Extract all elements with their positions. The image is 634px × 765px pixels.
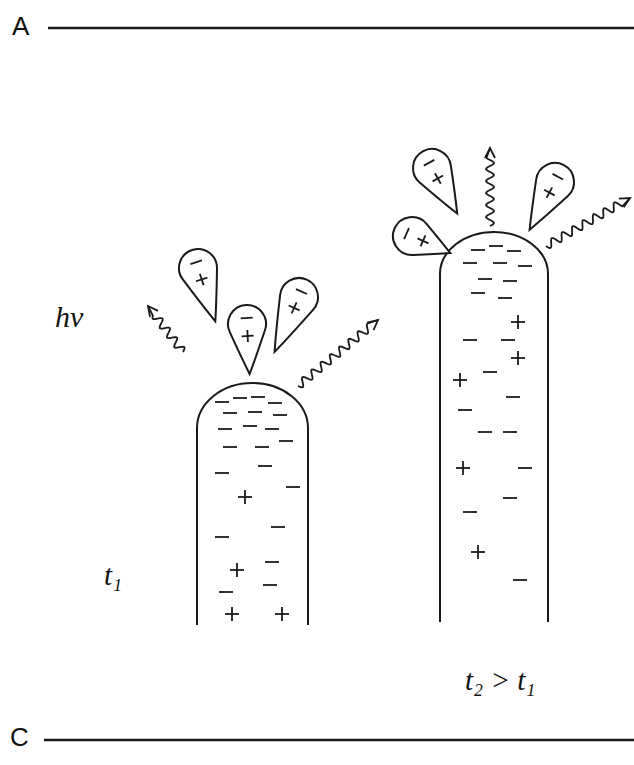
negative-charge: [404, 228, 409, 239]
photon-arrow: [148, 306, 185, 352]
negative-charge: [493, 262, 507, 264]
positive-charge: [456, 461, 470, 475]
negative-charge: [286, 486, 300, 488]
positive-charge: [471, 545, 485, 559]
negative-charge: [483, 371, 497, 373]
positive-charge: [511, 315, 525, 329]
negative-charge: [478, 278, 492, 280]
negative-charge: [463, 339, 477, 341]
negative-charge: [248, 411, 262, 413]
negative-charge: [271, 526, 285, 528]
time-label: t₁: [104, 560, 122, 592]
positive-charge: [238, 490, 252, 504]
negative-charge: [263, 584, 277, 586]
positive-charge: [241, 330, 254, 343]
negative-charge: [463, 511, 477, 513]
negative-charge: [503, 431, 517, 433]
negative-charge: [296, 289, 307, 294]
negative-charge: [265, 561, 279, 563]
negative-charge: [518, 467, 532, 469]
photon-label: hν: [55, 300, 83, 333]
plate-label: C: [10, 723, 29, 752]
negative-charge: [215, 401, 229, 403]
negative-charge: [478, 431, 492, 433]
positive-charge: [225, 607, 239, 621]
charged-droplet: [174, 244, 233, 327]
charged-droplet: [227, 304, 269, 375]
negative-charge: [458, 409, 472, 411]
negative-charge: [279, 440, 293, 442]
negative-charge: [471, 249, 485, 251]
negative-charge: [215, 536, 229, 538]
negative-charge: [223, 446, 237, 448]
negative-charge: [424, 160, 434, 166]
negative-charge: [503, 497, 517, 499]
negative-charge: [241, 317, 253, 319]
negative-charge: [273, 414, 287, 416]
cathode-plate: [44, 739, 634, 742]
streamer-column: [440, 232, 548, 622]
negative-charge: [463, 262, 477, 264]
positive-charge: [511, 351, 525, 365]
negative-charge: [506, 396, 520, 398]
charged-droplet: [257, 272, 324, 360]
negative-charge: [219, 591, 233, 593]
time-label: t₂ > t₁: [465, 665, 535, 697]
negative-charge: [223, 412, 237, 414]
photon-arrow: [546, 198, 630, 248]
negative-charge: [218, 428, 232, 430]
negative-charge: [265, 428, 279, 430]
positive-charge: [194, 272, 209, 287]
charged-droplet: [387, 211, 458, 271]
positive-charge: [430, 170, 446, 186]
negative-charge: [553, 174, 564, 180]
positive-charge: [275, 607, 289, 621]
negative-charge: [489, 245, 503, 247]
negative-charge: [518, 265, 532, 267]
negative-charge: [258, 465, 272, 467]
negative-charge: [498, 297, 512, 299]
photon-arrow: [298, 320, 378, 387]
positive-charge: [453, 373, 467, 387]
streamer-column: [197, 383, 308, 625]
negative-charge: [243, 425, 257, 427]
negative-charge: [268, 402, 282, 404]
negative-charge: [190, 260, 201, 264]
anode-plate: [48, 27, 634, 30]
positive-charge: [415, 233, 431, 249]
photon-arrow: [485, 148, 495, 226]
negative-charge: [233, 397, 247, 399]
positive-charge: [541, 184, 557, 200]
negative-charge: [503, 280, 517, 282]
negative-charge: [255, 446, 269, 448]
negative-charge: [501, 339, 515, 341]
charged-droplet: [513, 156, 581, 238]
positive-charge: [230, 563, 244, 577]
negative-charge: [513, 579, 527, 581]
plate-label: A: [12, 12, 29, 41]
negative-charge: [215, 472, 229, 474]
negative-charge: [251, 396, 265, 398]
negative-charge: [507, 250, 521, 252]
positive-charge: [286, 300, 302, 316]
negative-charge: [471, 292, 485, 294]
charge-group: [215, 246, 532, 621]
charged-droplet: [406, 142, 474, 223]
